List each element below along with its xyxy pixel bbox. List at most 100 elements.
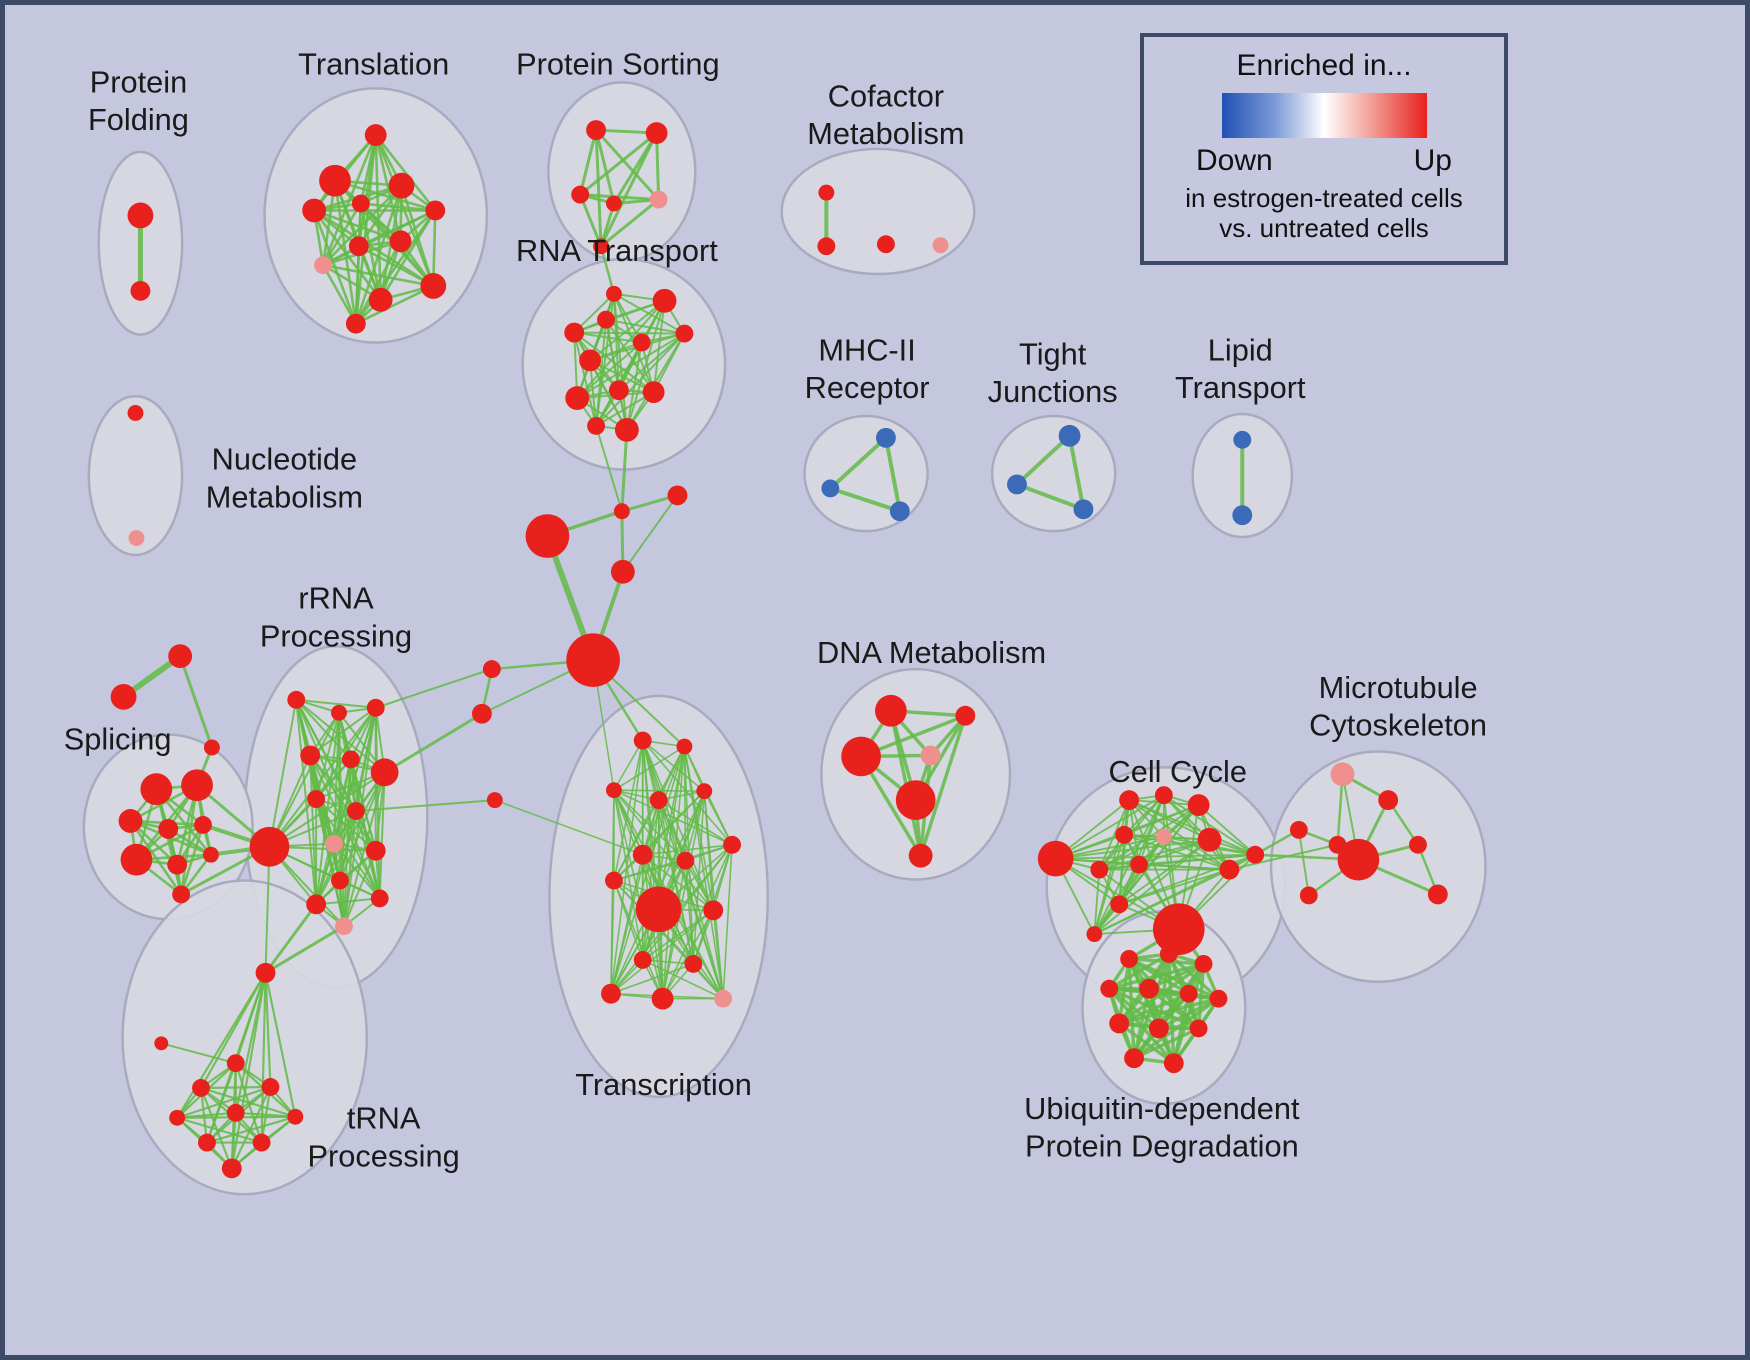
cluster-label-splicing: Splicing <box>64 721 172 756</box>
network-edge <box>625 299 666 431</box>
network-edge <box>613 739 644 791</box>
network-node <box>1086 926 1103 943</box>
cluster-ellipse-tight-junctions <box>990 414 1117 533</box>
cluster-label-microtubule-cytoskeleton: Cytoskeleton <box>1309 708 1487 743</box>
network-node <box>632 844 653 865</box>
network-node <box>610 559 635 584</box>
network-edge <box>610 879 615 995</box>
network-edge <box>357 244 435 288</box>
network-edge <box>1138 853 1257 866</box>
network-edge <box>268 711 340 848</box>
network-node <box>932 237 949 254</box>
network-edge <box>657 799 724 1000</box>
network-node <box>198 1133 216 1152</box>
network-node <box>633 950 652 969</box>
network-edge <box>1297 828 1310 897</box>
network-node <box>1187 794 1210 816</box>
network-edge <box>1098 835 1165 871</box>
network-node <box>1289 820 1308 839</box>
network-node <box>486 792 503 809</box>
network-edge <box>315 897 381 906</box>
legend-down-label: Down <box>1196 144 1273 177</box>
network-node <box>226 1103 245 1122</box>
network-node <box>1130 855 1148 874</box>
network-edge <box>599 131 659 248</box>
network-edge <box>641 959 724 1000</box>
network-node <box>586 120 606 140</box>
network-node <box>110 683 137 710</box>
cluster-ellipse-microtubule-cytoskeleton <box>1269 750 1487 984</box>
network-edge <box>589 359 655 394</box>
network-edge <box>354 284 435 325</box>
network-node <box>703 900 724 921</box>
network-edge <box>613 789 733 846</box>
network-edge <box>205 1115 297 1144</box>
network-node <box>1427 884 1448 905</box>
network-edge <box>178 654 214 749</box>
network-edge <box>612 292 643 344</box>
network-node <box>249 826 290 867</box>
network-edge <box>321 202 363 267</box>
network-edge <box>661 909 714 1000</box>
network-edge <box>1118 838 1211 906</box>
network-node <box>1037 840 1074 877</box>
network-edge <box>1123 804 1200 836</box>
network-edge <box>641 853 724 1000</box>
cluster-label-cell-cycle: Cell Cycle <box>1109 754 1247 789</box>
network-node <box>1330 762 1355 787</box>
network-node <box>341 750 360 769</box>
network-edge <box>692 790 706 965</box>
network-node <box>1299 886 1318 905</box>
network-node <box>642 381 665 404</box>
network-node <box>345 313 366 334</box>
network-node <box>633 731 652 750</box>
network-node <box>1233 430 1252 449</box>
cluster-label-tight-junctions: Junctions <box>988 374 1118 409</box>
network-node <box>895 780 936 820</box>
network-edge <box>1228 843 1339 871</box>
network-edge <box>918 713 968 858</box>
network-node <box>348 236 369 257</box>
network-edge <box>264 924 346 975</box>
network-edge <box>610 963 695 995</box>
network-node <box>120 843 153 876</box>
network-edge <box>610 853 644 995</box>
cluster-label-lipid-transport: Transport <box>1175 370 1306 405</box>
network-node <box>1246 845 1265 864</box>
network-node <box>252 1133 271 1152</box>
network-edge <box>620 428 629 513</box>
network-node <box>302 198 327 223</box>
network-node <box>1189 1019 1208 1038</box>
network-edge <box>378 771 386 900</box>
network-edge <box>599 198 661 248</box>
cluster-label-transcription: Transcription <box>575 1067 752 1102</box>
network-edge <box>641 853 714 912</box>
network-edge <box>1107 962 1206 991</box>
network-node <box>346 802 365 820</box>
network-edge <box>160 1042 237 1065</box>
network-node <box>181 769 213 802</box>
network-node <box>261 1078 280 1096</box>
network-edge <box>573 331 643 344</box>
network-node <box>118 809 143 833</box>
network-node <box>287 690 306 709</box>
network-node <box>331 704 347 721</box>
network-node <box>579 349 602 372</box>
network-edge <box>641 739 733 846</box>
network-edge <box>613 745 686 791</box>
network-node <box>168 644 193 669</box>
network-node <box>955 705 976 726</box>
network-edge <box>295 698 381 900</box>
network-edge <box>613 789 664 1000</box>
network-node <box>203 739 220 756</box>
network-node <box>1100 979 1119 998</box>
network-node <box>564 322 585 343</box>
network-edge <box>703 790 733 846</box>
network-node <box>1179 984 1198 1003</box>
network-edge <box>354 244 361 325</box>
network-node <box>130 280 151 301</box>
cluster-label-ubiquitin-degradation: Ubiquitin-dependent <box>1024 1091 1300 1126</box>
network-edge <box>828 435 888 491</box>
network-edge <box>1093 833 1126 936</box>
